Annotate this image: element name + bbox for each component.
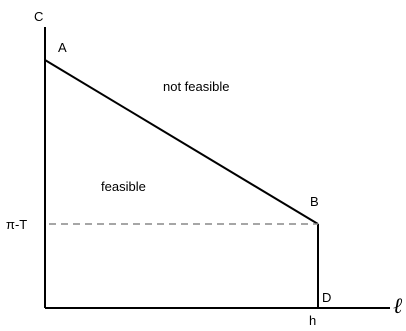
region-feasible-label: feasible xyxy=(101,179,146,194)
axis-x-label: ℓ xyxy=(393,293,403,318)
region-not-feasible-label: not feasible xyxy=(163,79,230,94)
frontier-line-ab xyxy=(44,59,319,225)
x-tick-label: h xyxy=(309,313,316,328)
point-d-label: D xyxy=(322,290,331,305)
point-a-label: A xyxy=(58,40,67,55)
point-b-label: B xyxy=(310,194,319,209)
axis-y-label: C xyxy=(34,9,43,24)
y-tick-label: π-T xyxy=(6,217,27,232)
